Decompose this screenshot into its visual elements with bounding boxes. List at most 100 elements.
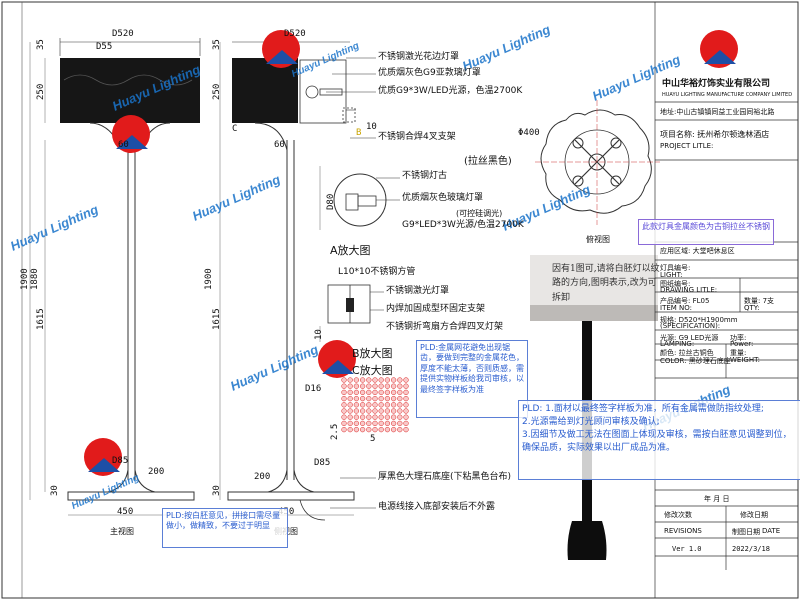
perforation-hole: [378, 426, 384, 433]
perforation-hole: [359, 420, 366, 427]
revisions: 修改次数: [664, 511, 692, 519]
perforation-hole: [366, 414, 372, 420]
perforation-hole: [378, 414, 384, 420]
perforation-hole: [397, 377, 403, 383]
side-lamp-shade: [232, 58, 298, 123]
perforation-hole: [347, 389, 353, 396]
light-en: LIGHT:: [660, 271, 683, 279]
perforation-hole: [384, 420, 391, 427]
detail-a-drawing: [319, 166, 400, 230]
perforation-hole: [359, 377, 366, 383]
top-view-color-note: (拉丝黑色): [464, 156, 512, 167]
perforation-hole: [353, 426, 360, 433]
spec-en: (SPECIFICATION):: [660, 322, 721, 330]
huayu-logo-icon: [262, 30, 300, 68]
detail-a-label-3: (可控硅调光): [456, 209, 503, 218]
item-no: 产品编号: FL05: [660, 297, 710, 305]
perforation-hole: [347, 395, 353, 402]
perforation-hole: [353, 402, 360, 408]
perforation-hole: [397, 408, 403, 414]
perforation-hole: [384, 426, 391, 433]
perforation-hole: [384, 377, 391, 383]
perforation-hole: [366, 408, 372, 414]
perforation-hole: [384, 389, 391, 396]
project-name: 项目名称: 抚州希尔顿逸林酒店: [660, 130, 770, 139]
perforation-hole: [372, 408, 378, 414]
perforation-hole: [341, 377, 347, 383]
dim-side-lamp-height: 250: [212, 83, 222, 100]
perforation-hole: [390, 420, 397, 427]
item-en: ITEM NO:: [660, 304, 693, 312]
pld-note-mesh: PLD:金属网花避免出现锯齿，要做到完整的金属花色，厚度不能太薄，否则质感，需提…: [416, 340, 528, 418]
perforation-hole: [390, 414, 397, 420]
revisions-en: REVISIONS: [664, 527, 702, 535]
qty: 数量: 7支: [744, 297, 775, 305]
perforation-hole: [403, 414, 409, 420]
date-row: 年 月 日: [704, 495, 730, 503]
detail-b-label-2: 内焊加固成型环固定支架: [386, 304, 486, 314]
drawing-en: DRAWING LITLE:: [660, 286, 718, 294]
perforation-hole: [366, 426, 372, 433]
perforation-hole: [378, 408, 384, 414]
dim-lamp-height: 250: [36, 83, 46, 100]
perforation-hole: [390, 402, 397, 408]
perforation-hole: [359, 414, 366, 420]
dim-pipe: D55: [96, 42, 113, 52]
perforation-hole: [384, 383, 391, 389]
weight: 重量:: [730, 349, 747, 357]
perforation-hole: [397, 389, 403, 396]
perforation-hole: [378, 389, 384, 396]
perforation-hole: [403, 426, 409, 433]
perforation-hole: [372, 383, 378, 389]
handwritten-note: 因有1图可,请将白胚灯以纹路的方向,图明表示,改为可拆卸: [552, 264, 660, 303]
perforation-hole: [390, 408, 397, 414]
perforation-hole: [378, 395, 384, 402]
dim-c-d: 2.5: [330, 423, 340, 440]
perforation-hole: [384, 395, 391, 402]
perforation-hole: [403, 395, 409, 402]
dim-side-total: 1900: [204, 268, 214, 290]
version: Ver 1.0: [672, 545, 702, 553]
detail-c-title: C放大图: [352, 364, 393, 377]
dim-top-gap: 35: [36, 39, 46, 50]
top-view-caption: 俯视图: [586, 235, 610, 244]
perforation-hole: [390, 389, 397, 396]
modify-date: 修改日期: [740, 511, 768, 519]
perforation-hole: [353, 408, 360, 414]
perforation-hole: [347, 420, 353, 427]
perforation-hole: [397, 420, 403, 427]
perforation-hole: [359, 426, 366, 433]
perforation-hole: [359, 402, 366, 408]
area: 应用区域: 大堂吧休息区: [660, 247, 735, 255]
huayu-logo-icon: [112, 115, 150, 153]
dim-side-lower: 1615: [212, 308, 222, 330]
perforation-hole: [372, 389, 378, 396]
weight-en: WEIGHT:: [730, 356, 760, 364]
color-en: COLOR: 黑砂理石底座: [660, 357, 731, 365]
perforation-hole: [372, 395, 378, 402]
detail-a-label-4: G9*LED*3W光源/色温2700K: [402, 220, 524, 230]
front-view-caption: 主视图: [110, 527, 134, 536]
lamping-en: LAMPING:: [660, 340, 695, 348]
perforation-hole: [384, 408, 391, 414]
perforation-hole: [347, 377, 353, 383]
spec: 规格: D520*H1900mm: [660, 316, 738, 324]
dim-c-w: 5: [370, 434, 376, 444]
perforation-hole: [341, 402, 347, 408]
perforation-hole: [341, 395, 347, 402]
perforation-hole: [353, 414, 360, 420]
detail-b-label-1: 不锈钢激光灯罩: [386, 286, 450, 296]
front-lamp-shade: [60, 58, 200, 123]
dim-side-base-h: 30: [212, 485, 222, 496]
perforation-hole: [347, 408, 353, 414]
dim-side-top-width: D520: [284, 29, 306, 39]
dim-base-dia: D85: [112, 456, 129, 466]
mark-c: C: [232, 124, 238, 134]
power: 功率:: [730, 334, 747, 342]
perforation-hole: [403, 377, 409, 383]
perforation-hole: [403, 420, 409, 427]
perforation-hole: [341, 414, 347, 420]
callout-wire: 电源线接入底部安装后不外露: [378, 502, 496, 512]
